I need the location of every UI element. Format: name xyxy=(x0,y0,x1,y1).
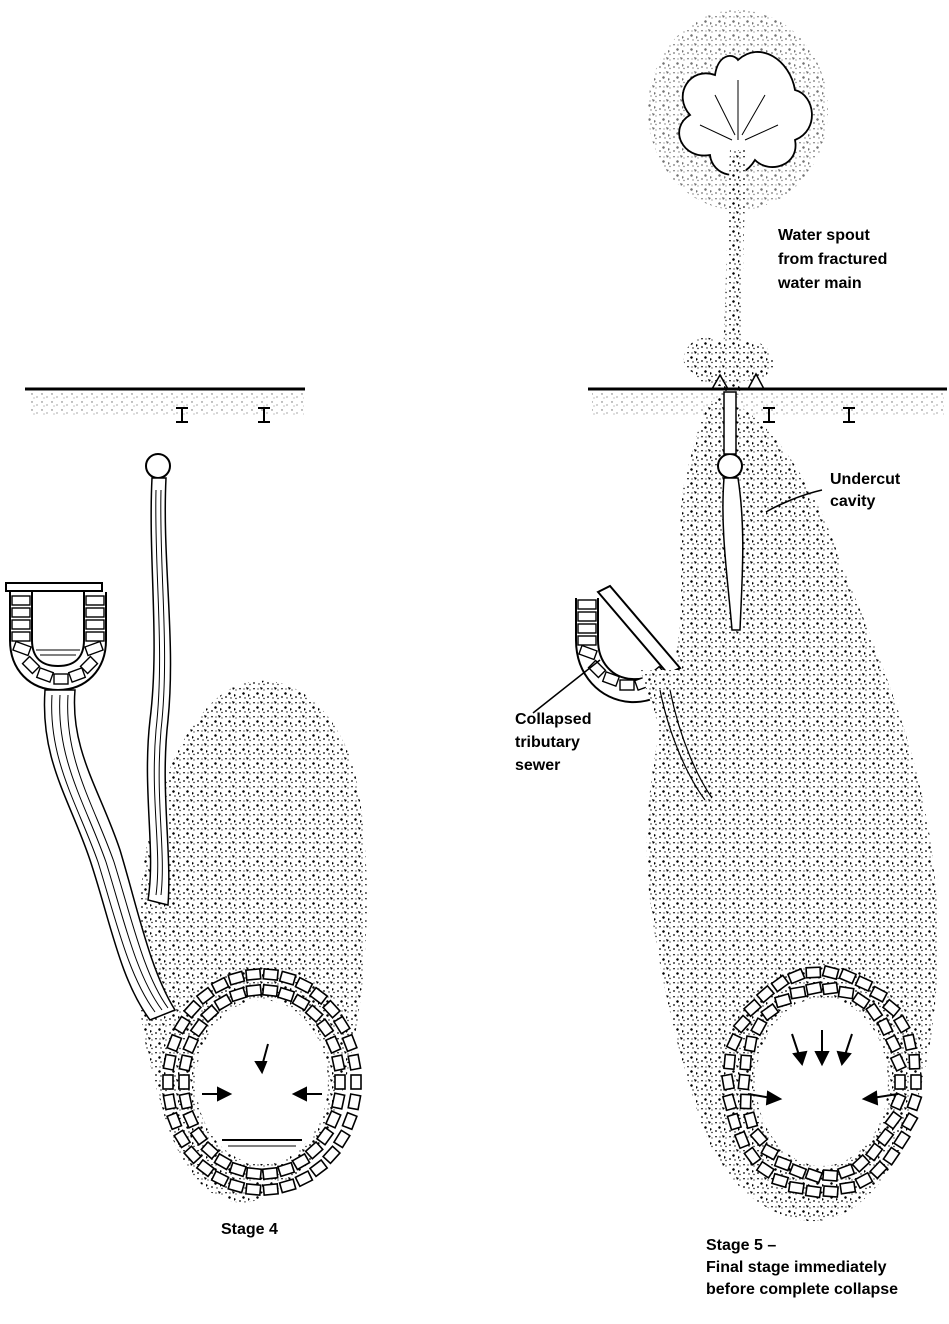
stage5-water-spout xyxy=(648,10,828,395)
stage5-caption-line3: before complete collapse xyxy=(706,1280,898,1300)
stage4-panel xyxy=(6,389,367,1203)
brick xyxy=(348,1054,360,1070)
brick xyxy=(738,1075,749,1090)
brick xyxy=(179,1055,192,1071)
brick xyxy=(246,969,261,980)
stage5-panel xyxy=(533,10,947,1221)
brick xyxy=(578,612,596,621)
brick xyxy=(895,1075,905,1089)
brick xyxy=(903,1034,916,1050)
stage5-water-main xyxy=(718,454,742,478)
stage5-caption-line1: Stage 5 – xyxy=(706,1236,776,1256)
brick xyxy=(54,674,68,684)
brick xyxy=(334,1130,350,1147)
brick xyxy=(806,967,820,978)
brick xyxy=(246,1168,261,1179)
brick xyxy=(179,1075,189,1089)
brick xyxy=(806,982,822,995)
brick xyxy=(163,1054,175,1070)
collapsed-label-line2: tributary xyxy=(515,733,580,753)
brick xyxy=(263,985,278,996)
brick xyxy=(310,1160,327,1176)
brick xyxy=(179,1093,192,1109)
brick xyxy=(722,1074,734,1090)
collapsed-leader-line xyxy=(533,660,600,713)
brick xyxy=(823,983,838,995)
brick xyxy=(13,642,31,656)
brick xyxy=(620,680,634,690)
brick xyxy=(909,1055,920,1069)
brick xyxy=(789,1182,804,1194)
brick xyxy=(578,636,596,645)
brick xyxy=(740,1094,750,1108)
brick xyxy=(579,646,597,660)
brick xyxy=(745,1036,757,1052)
brick xyxy=(69,668,86,682)
brick xyxy=(163,1075,173,1089)
brick xyxy=(86,608,104,617)
brick xyxy=(823,1170,838,1181)
brick xyxy=(332,1055,345,1071)
brick xyxy=(86,620,104,629)
water-spout-label-line3: water main xyxy=(778,274,862,294)
brick xyxy=(351,1075,361,1089)
brick xyxy=(838,987,853,999)
brick xyxy=(86,596,104,605)
brick xyxy=(323,1146,340,1163)
brick xyxy=(263,1184,278,1195)
stage5-caption-line2: Final stage immediately xyxy=(706,1258,887,1278)
brick xyxy=(806,1186,821,1198)
brick xyxy=(740,1055,751,1070)
brick xyxy=(12,632,30,641)
brick xyxy=(790,986,805,998)
brick xyxy=(246,1184,261,1195)
brick xyxy=(578,624,596,633)
water-spout-label-line1: Water spout xyxy=(778,226,870,246)
undercut-label-line1: Undercut xyxy=(830,470,900,490)
brick xyxy=(163,1094,175,1110)
brick xyxy=(86,632,104,641)
brick xyxy=(335,1075,345,1089)
brick xyxy=(911,1075,921,1089)
brick xyxy=(348,1094,360,1110)
brick xyxy=(263,969,278,980)
brick xyxy=(263,1168,278,1179)
brick xyxy=(343,1113,357,1130)
brick xyxy=(840,1182,855,1194)
brick xyxy=(12,596,30,605)
brick xyxy=(724,1054,735,1069)
stage4-tributary-sewer xyxy=(6,583,106,690)
brick xyxy=(823,1186,838,1197)
brick xyxy=(85,642,103,656)
brick xyxy=(578,600,596,609)
collapsed-label-line3: sewer xyxy=(515,756,560,776)
stage4-caption: Stage 4 xyxy=(221,1220,278,1240)
brick xyxy=(246,985,261,996)
stage4-water-main xyxy=(146,454,170,478)
stage5-ground-surface xyxy=(588,374,947,417)
brick xyxy=(12,608,30,617)
brick xyxy=(12,620,30,629)
water-spout-label-line2: from fractured xyxy=(778,250,887,270)
collapsed-label-line1: Collapsed xyxy=(515,710,591,730)
undercut-label-line2: cavity xyxy=(830,492,875,512)
brick xyxy=(37,668,54,682)
brick xyxy=(332,1093,345,1109)
